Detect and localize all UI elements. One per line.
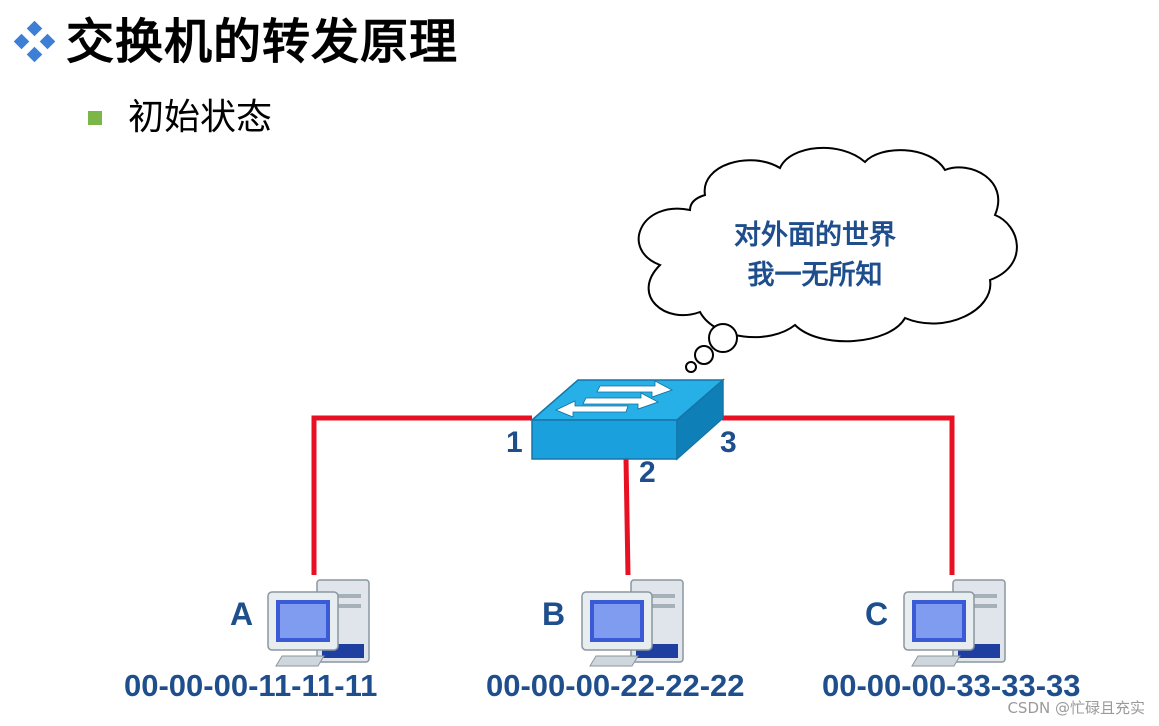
computer-b-icon: [581, 579, 684, 667]
diamond-bullet-icon: [14, 21, 56, 63]
host-label-a: A: [230, 596, 254, 632]
thought-bubble-small: [685, 361, 697, 373]
port-label-1: 1: [506, 426, 523, 459]
port-label-2: 2: [639, 456, 656, 489]
computer-a-icon: [267, 579, 370, 667]
thought-line-2: 我一无所知: [747, 260, 883, 291]
thought-bubble-medium: [694, 345, 714, 365]
watermark: CSDN @忙碌且充实: [1007, 699, 1145, 717]
port-label-3: 3: [720, 426, 737, 459]
link-port1-host-a: [311, 415, 532, 575]
mac-address-c: 00-00-00-33-33-33: [822, 668, 1081, 703]
computer-c-icon: [903, 579, 1006, 667]
thought-cloud: [637, 146, 1018, 373]
host-label-c: C: [865, 596, 889, 632]
square-bullet-icon: [88, 111, 102, 125]
subtitle-text: 初始状态: [128, 97, 273, 138]
mac-address-b: 00-00-00-22-22-22: [486, 668, 745, 703]
link-port2-host-b: [623, 457, 631, 576]
slide-title: 交换机的转发原理: [14, 18, 458, 66]
thought-text: 对外面的世界 我一无所知: [690, 216, 940, 296]
thought-line-1: 对外面的世界: [734, 220, 896, 251]
switch-icon: [529, 378, 726, 461]
thought-bubble-large: [708, 323, 738, 353]
host-label-b: B: [542, 596, 566, 632]
subtitle: 初始状态: [88, 100, 272, 136]
title-text: 交换机的转发原理: [66, 14, 459, 70]
link-port3-host-c: [722, 415, 955, 575]
links: [311, 415, 955, 576]
mac-address-a: 00-00-00-11-11-11: [124, 668, 378, 703]
